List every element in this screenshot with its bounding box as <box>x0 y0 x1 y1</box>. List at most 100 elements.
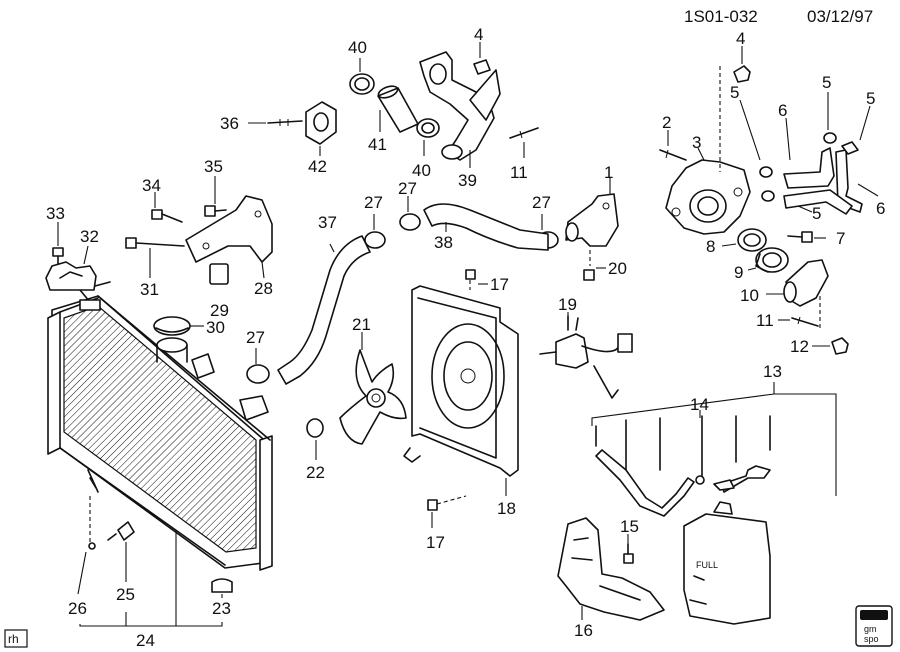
callout-18: 18 <box>497 499 516 518</box>
callout-9: 9 <box>734 263 743 282</box>
callout-17-upper: 17 <box>490 275 509 294</box>
callout-29: 29 <box>210 301 229 320</box>
hose-clamp-5b <box>823 132 837 144</box>
callout-14: 14 <box>690 395 709 414</box>
callout-41: 41 <box>368 135 387 154</box>
callout-6-b: 6 <box>876 199 885 218</box>
callout-39: 39 <box>458 171 477 190</box>
callout-40-lower: 40 <box>412 161 431 180</box>
pipe-stud <box>509 127 539 139</box>
radiator-support-bracket <box>185 195 273 263</box>
heater-hose-upper <box>783 147 863 213</box>
hose-clamp-upper <box>349 73 375 95</box>
callout-32: 32 <box>80 227 99 246</box>
callout-26: 26 <box>68 599 87 618</box>
callout-5-d: 5 <box>812 204 821 223</box>
radiator-cap <box>153 316 191 336</box>
callout-16: 16 <box>574 621 593 640</box>
cooling-fan-blade <box>339 349 407 445</box>
logo-gm: gm <box>864 624 877 634</box>
thermostat-gasket <box>737 228 767 252</box>
callout-11-outlet-stud: 11 <box>756 311 774 330</box>
callout-2: 2 <box>662 113 671 132</box>
reservoir-bracket <box>557 517 665 621</box>
hose-clamp-5d <box>761 190 775 202</box>
thermostat-bolt <box>787 231 813 243</box>
callout-27-upper: 27 <box>398 179 417 198</box>
upper-radiator-hose <box>423 203 549 251</box>
drain-o-ring <box>88 542 96 550</box>
callout-28: 28 <box>254 279 273 298</box>
logo-spo: spo <box>864 634 879 644</box>
fan-shroud <box>403 285 519 477</box>
callout-7: 7 <box>836 229 845 248</box>
callout-1: 1 <box>604 163 613 182</box>
hose-clamp-5c <box>841 141 859 155</box>
callout-34: 34 <box>142 176 161 195</box>
callout-35: 35 <box>204 157 223 176</box>
engine-water-outlet-housing <box>665 159 751 235</box>
callout-27-lower-left: 27 <box>246 328 265 347</box>
callout-27-hose: 27 <box>364 193 383 212</box>
svg-text:FULL: FULL <box>696 560 718 570</box>
hose-clip <box>695 475 705 485</box>
drain-cock <box>107 521 135 541</box>
hose-clamp-lower <box>416 118 440 138</box>
gm-spo-logo: gm spo <box>855 605 893 647</box>
callout-22: 22 <box>306 463 325 482</box>
callout-38: 38 <box>434 233 453 252</box>
callout-4-pipe-nut: 4 <box>474 25 483 44</box>
callout-42: 42 <box>308 157 327 176</box>
callout-19: 19 <box>558 295 577 314</box>
shroud-bolt-upper <box>465 269 476 290</box>
bracket-nut <box>204 205 227 217</box>
outlet-stud <box>791 316 819 327</box>
callout-11-stud: 11 <box>510 163 528 182</box>
housing-nut <box>733 65 751 83</box>
callout-36: 36 <box>220 114 239 133</box>
callout-6-a: 6 <box>778 101 787 120</box>
callout-13: 13 <box>763 362 782 381</box>
water-pipe <box>419 51 501 161</box>
lower-cushion <box>211 578 233 593</box>
callout-21: 21 <box>352 315 371 334</box>
callout-37: 37 <box>318 213 337 232</box>
rh-tag-box <box>4 629 28 648</box>
reservoir-bolt <box>623 543 634 564</box>
callout-4-housing-nut: 4 <box>736 29 745 48</box>
outlet-flange <box>305 101 337 145</box>
radiator-callout-bracket <box>79 530 223 627</box>
callout-17-lower: 17 <box>426 533 445 552</box>
coolant-reservoir: FULL <box>683 501 771 625</box>
radiator-outlet-pipe <box>191 353 269 421</box>
radiator-filler-neck <box>156 337 188 363</box>
callout-8: 8 <box>706 237 715 256</box>
thermostat-housing-outlet <box>565 193 619 247</box>
radiator-cushion <box>209 263 229 285</box>
rh-tag: rh <box>8 632 19 646</box>
callout-23: 23 <box>212 599 231 618</box>
callout-5-a: 5 <box>730 83 739 102</box>
hose-clamp-c <box>364 231 386 249</box>
hose-clamp-5a <box>759 166 773 178</box>
long-bolt <box>125 237 185 249</box>
hose-clamp-a <box>399 213 421 231</box>
callout-5-b: 5 <box>822 73 831 92</box>
callout-15: 15 <box>620 517 639 536</box>
stud-bolt <box>267 119 303 126</box>
fan-motor <box>539 315 633 399</box>
drain-plug <box>583 250 595 281</box>
callout-5-c: 5 <box>866 89 875 108</box>
heater-hose-lower <box>783 189 853 215</box>
lower-radiator-hose <box>277 235 371 385</box>
thermostat <box>755 247 789 273</box>
callout-12: 12 <box>790 337 809 356</box>
radiator-upper-mount <box>45 261 97 291</box>
callout-40-upper: 40 <box>348 38 367 57</box>
diagram-date: 03/12/97 <box>807 7 873 26</box>
callout-3: 3 <box>692 133 701 152</box>
callout-30: 30 <box>206 318 225 337</box>
callout-20: 20 <box>608 259 627 278</box>
callout-33: 33 <box>46 204 65 223</box>
fan-spacer <box>306 418 324 438</box>
